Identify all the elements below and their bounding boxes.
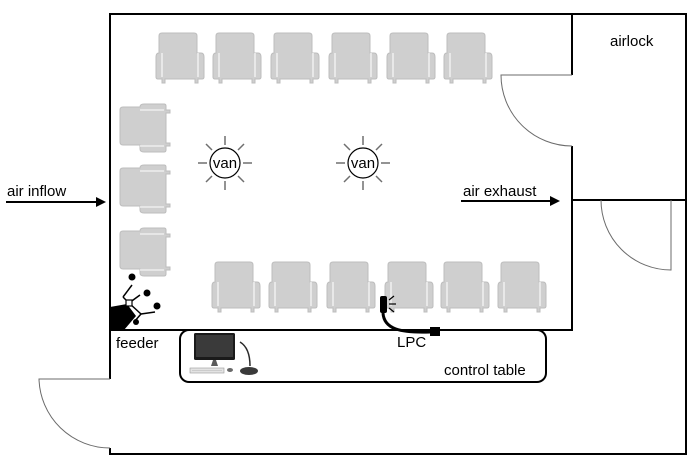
air-inflow-arrow bbox=[6, 197, 106, 207]
feeder-label: feeder bbox=[116, 335, 159, 352]
armchair-icon bbox=[119, 227, 171, 277]
microphone-icon bbox=[239, 341, 258, 375]
armchair-icon bbox=[270, 32, 320, 84]
armchair-icon bbox=[268, 261, 318, 313]
fan-label: van bbox=[213, 155, 237, 172]
armchair-icon bbox=[326, 261, 376, 313]
fan-icon: van bbox=[335, 135, 391, 191]
armchair-icon bbox=[386, 32, 436, 84]
fan-label: van bbox=[351, 155, 375, 172]
fan-icon: van bbox=[197, 135, 253, 191]
left-chair-column bbox=[119, 103, 171, 277]
air-inflow-label: air inflow bbox=[7, 183, 67, 200]
door-airlock-bottom bbox=[600, 199, 672, 271]
control-table bbox=[179, 329, 547, 383]
door-outer bbox=[38, 378, 111, 449]
air-exhaust-arrow bbox=[461, 196, 560, 206]
armchair-icon bbox=[119, 103, 171, 153]
lpc-sampler-icon bbox=[380, 295, 440, 336]
armchair-icon bbox=[155, 32, 205, 84]
bottom-chair-row bbox=[211, 261, 547, 313]
computer-icon bbox=[189, 333, 235, 374]
airlock-label: airlock bbox=[610, 33, 654, 50]
lpc-label: LPC bbox=[397, 334, 427, 351]
control-table-label: control table bbox=[444, 362, 526, 379]
air-exhaust-label: air exhaust bbox=[463, 183, 537, 200]
top-chair-row bbox=[155, 32, 493, 84]
armchair-icon bbox=[328, 32, 378, 84]
armchair-icon bbox=[443, 32, 493, 84]
armchair-icon bbox=[440, 261, 490, 313]
door-airlock bbox=[500, 74, 573, 147]
feeder-icon bbox=[110, 273, 161, 330]
armchair-icon bbox=[119, 164, 171, 214]
armchair-icon bbox=[497, 261, 547, 313]
armchair-icon bbox=[211, 261, 261, 313]
armchair-icon bbox=[212, 32, 262, 84]
